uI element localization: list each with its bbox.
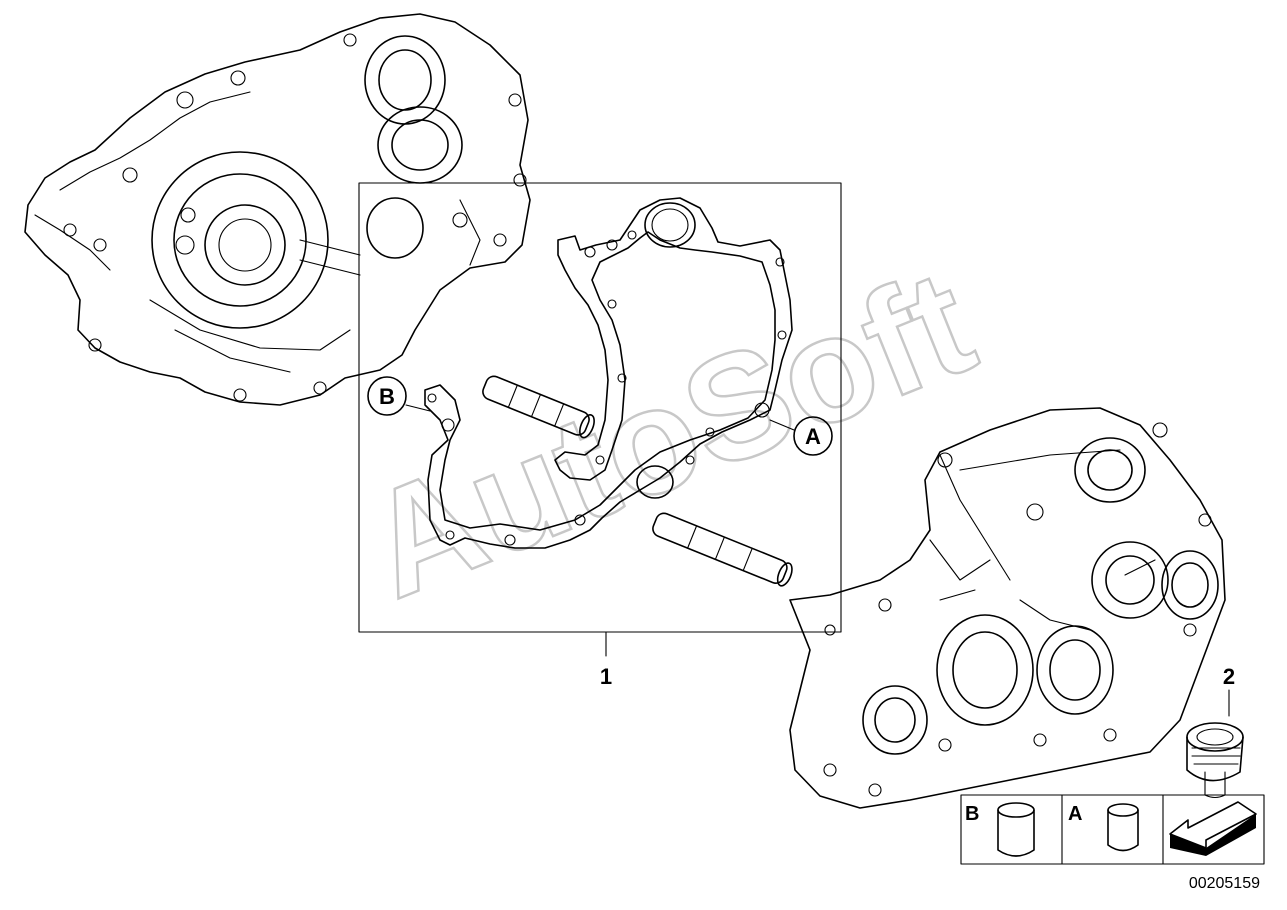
watermark-text: AutoSoft [344,237,994,630]
gasket-kit-frame [358,182,842,633]
callout-a-label: A [805,424,821,449]
sleeve-a-icon [1107,803,1139,852]
legend-b-label: B [965,803,979,825]
legend-box: B A [960,794,1265,865]
callout-a-circle [793,416,833,456]
direction-arrow-icon [1169,801,1257,856]
drawing-part-number: 00205159 [1189,875,1260,892]
dowel-sleeve-lower [652,512,793,587]
crankcase-right-half [789,407,1226,809]
item-1-label: 1 [600,664,612,689]
drain-plug [1186,722,1244,799]
dowel-sleeve-upper [482,375,595,439]
legend-a-label: A [1068,803,1082,825]
crankcase-left-half [24,13,531,406]
item-2-label: 2 [1223,664,1235,689]
callout-b-circle [367,376,407,416]
callout-b-label: B [379,384,395,409]
crankcase-gasket [424,197,793,549]
sleeve-b-icon [997,802,1035,857]
